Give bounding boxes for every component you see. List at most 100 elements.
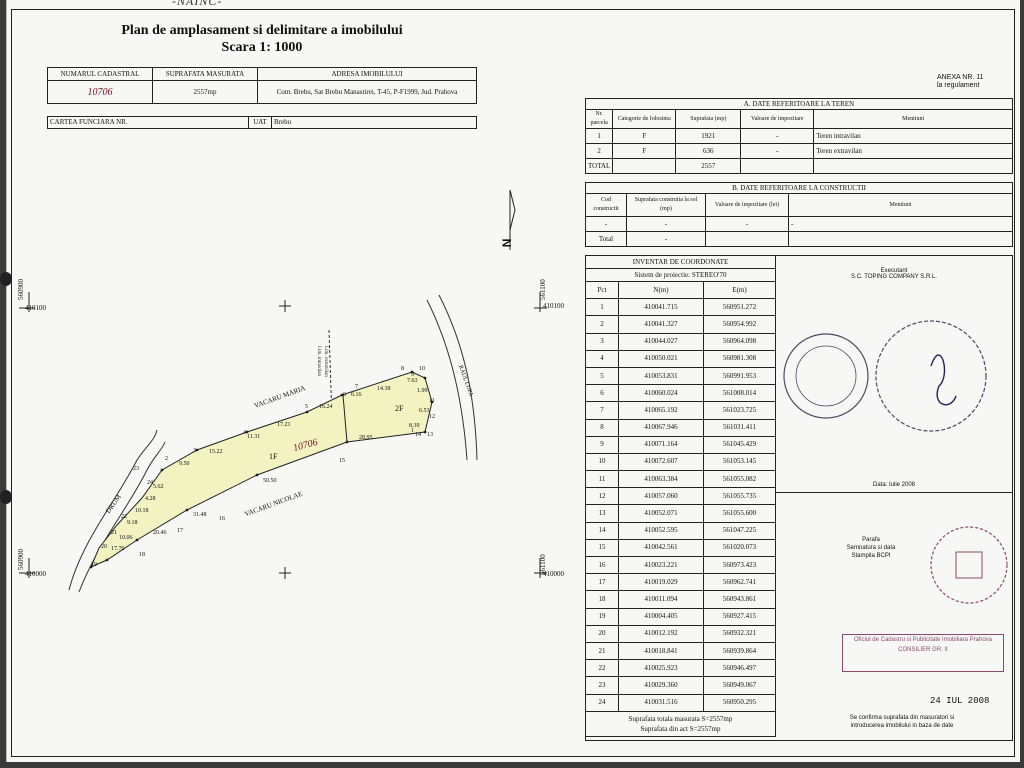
point-label: 2	[165, 456, 168, 462]
point-label: 20	[101, 544, 107, 550]
cell: Teren extravilan	[813, 143, 1013, 159]
north-arrow-icon	[509, 189, 516, 250]
side-length: 11.31	[247, 434, 261, 440]
act-surface: Suprafata din act S=2557mp	[640, 724, 721, 733]
side-length: 10.06	[119, 535, 133, 541]
cell: F	[612, 128, 677, 144]
cell: 1921	[675, 128, 742, 144]
cell: -	[740, 128, 815, 144]
cell: 560991.953	[703, 366, 776, 386]
carte-funciara-table: CARTEA FUNCIARA NR. UAT Brebu	[47, 116, 477, 129]
point-label: 7	[355, 384, 358, 390]
coord-vertical-bottom-right: 561100	[539, 554, 547, 575]
coat-of-arms-icon	[955, 551, 983, 579]
river-bank-2	[438, 294, 478, 461]
cell: -	[705, 216, 789, 232]
coord-vertical-bottom-left: 560900	[17, 549, 25, 570]
side-length: 6.16	[351, 392, 362, 398]
cell: 17	[585, 573, 619, 592]
cell	[612, 158, 677, 174]
col-header: Suprafata construita la sol (mp)	[626, 193, 706, 217]
cell: 636	[675, 143, 742, 159]
cadastral-header-table: NUMARUL CADASTRAL SUPRAFATA MASURATA ADR…	[47, 67, 477, 104]
point-label: 5	[305, 404, 308, 410]
cell: 561008.014	[703, 384, 776, 403]
cell: 2	[584, 143, 614, 159]
site-plan-map	[19, 189, 547, 593]
cell: 561055.082	[703, 470, 776, 489]
side-length: 4.28	[145, 496, 156, 502]
cell: 15	[585, 538, 619, 558]
point-label: 21	[111, 530, 117, 536]
parafa-block: Parafa Semnatura si data Stampila BCPI	[776, 536, 966, 560]
cell	[788, 231, 1013, 247]
cell: 410012.192	[618, 624, 704, 643]
page-frame	[11, 9, 1015, 757]
cell: 410041.327	[618, 315, 704, 334]
executant-label: Executant	[880, 268, 908, 274]
point-label: 14	[415, 432, 421, 438]
cell: 410042.561	[618, 538, 704, 558]
binder-hole-bottom	[0, 490, 12, 504]
cell: 561020.073	[703, 538, 776, 558]
ocpi-office: Oficiul de Cadastru si Publicitate Imobi…	[853, 637, 993, 643]
side-length: 9.50	[179, 461, 190, 467]
cell: 410011.094	[618, 590, 704, 609]
total-label: TOTAL	[584, 158, 614, 174]
cell: 6	[585, 384, 619, 403]
cell: 410025.923	[618, 659, 704, 678]
coord-vertical-top-right: 561100	[539, 279, 547, 300]
side-length: 8.39	[409, 423, 420, 429]
right-panel: A. DATE REFERITOARE LA TEREN Nr. parcela…	[584, 98, 1013, 754]
cell: 410041.715	[618, 298, 704, 317]
bcpi-round-stamp-icon	[930, 526, 1008, 604]
point-label: 11	[429, 398, 435, 404]
side-length: 14.38	[377, 386, 391, 392]
point-label: 22	[121, 514, 127, 520]
road-edge-left	[68, 429, 158, 591]
document-title: Plan de amplasament si delimitare a imob…	[7, 22, 517, 56]
col-header: Pct	[585, 280, 619, 300]
cell: 561031.411	[703, 418, 776, 437]
cell: 3	[585, 332, 619, 351]
cell: 410050.021	[618, 349, 704, 368]
parafa-line-3: Stampila BCPI	[851, 553, 891, 559]
confirmation-line-1: Se confirma suprafata din masuratori si	[849, 715, 955, 721]
header-address: ADRESA IMOBILULUI	[257, 67, 477, 81]
side-length: 5.62	[153, 484, 164, 490]
executant-date: Data: Iulie 2008	[872, 482, 916, 488]
round-stamp-inner-icon	[795, 345, 857, 407]
cell: 7	[585, 401, 619, 420]
cell: 561055.600	[703, 504, 776, 523]
binder-hole-top	[0, 272, 12, 286]
uat-value: Brebu	[271, 116, 477, 129]
point-label: 4	[243, 430, 246, 436]
side-length: 31.48	[193, 512, 207, 518]
point-label: 9	[411, 372, 414, 378]
coord-label-top-right: 410100	[543, 302, 564, 310]
point-label: 16	[219, 516, 225, 522]
grid-crosses	[19, 292, 547, 579]
cell: 410023.221	[618, 555, 704, 575]
cell: 410060.024	[618, 384, 704, 403]
cell: 410031.516	[618, 693, 704, 712]
executant-block: Executant S.C. TOPING COMPANY S.R.L.	[776, 268, 1012, 280]
intravilan-limit-label: Lim. intravilan	[316, 346, 321, 376]
point-label: 15	[339, 458, 345, 464]
total-label: Total	[585, 231, 627, 247]
cell: 560973.423	[703, 555, 776, 575]
total-surface: Suprafata totala masurata S=2557mp	[628, 714, 733, 723]
cell: 410072.607	[618, 452, 704, 472]
point-label: 24	[147, 480, 153, 486]
col-header: N(m)	[618, 280, 704, 300]
side-length: 16.24	[319, 404, 333, 410]
table-row: TOTAL 2557	[584, 158, 1013, 174]
